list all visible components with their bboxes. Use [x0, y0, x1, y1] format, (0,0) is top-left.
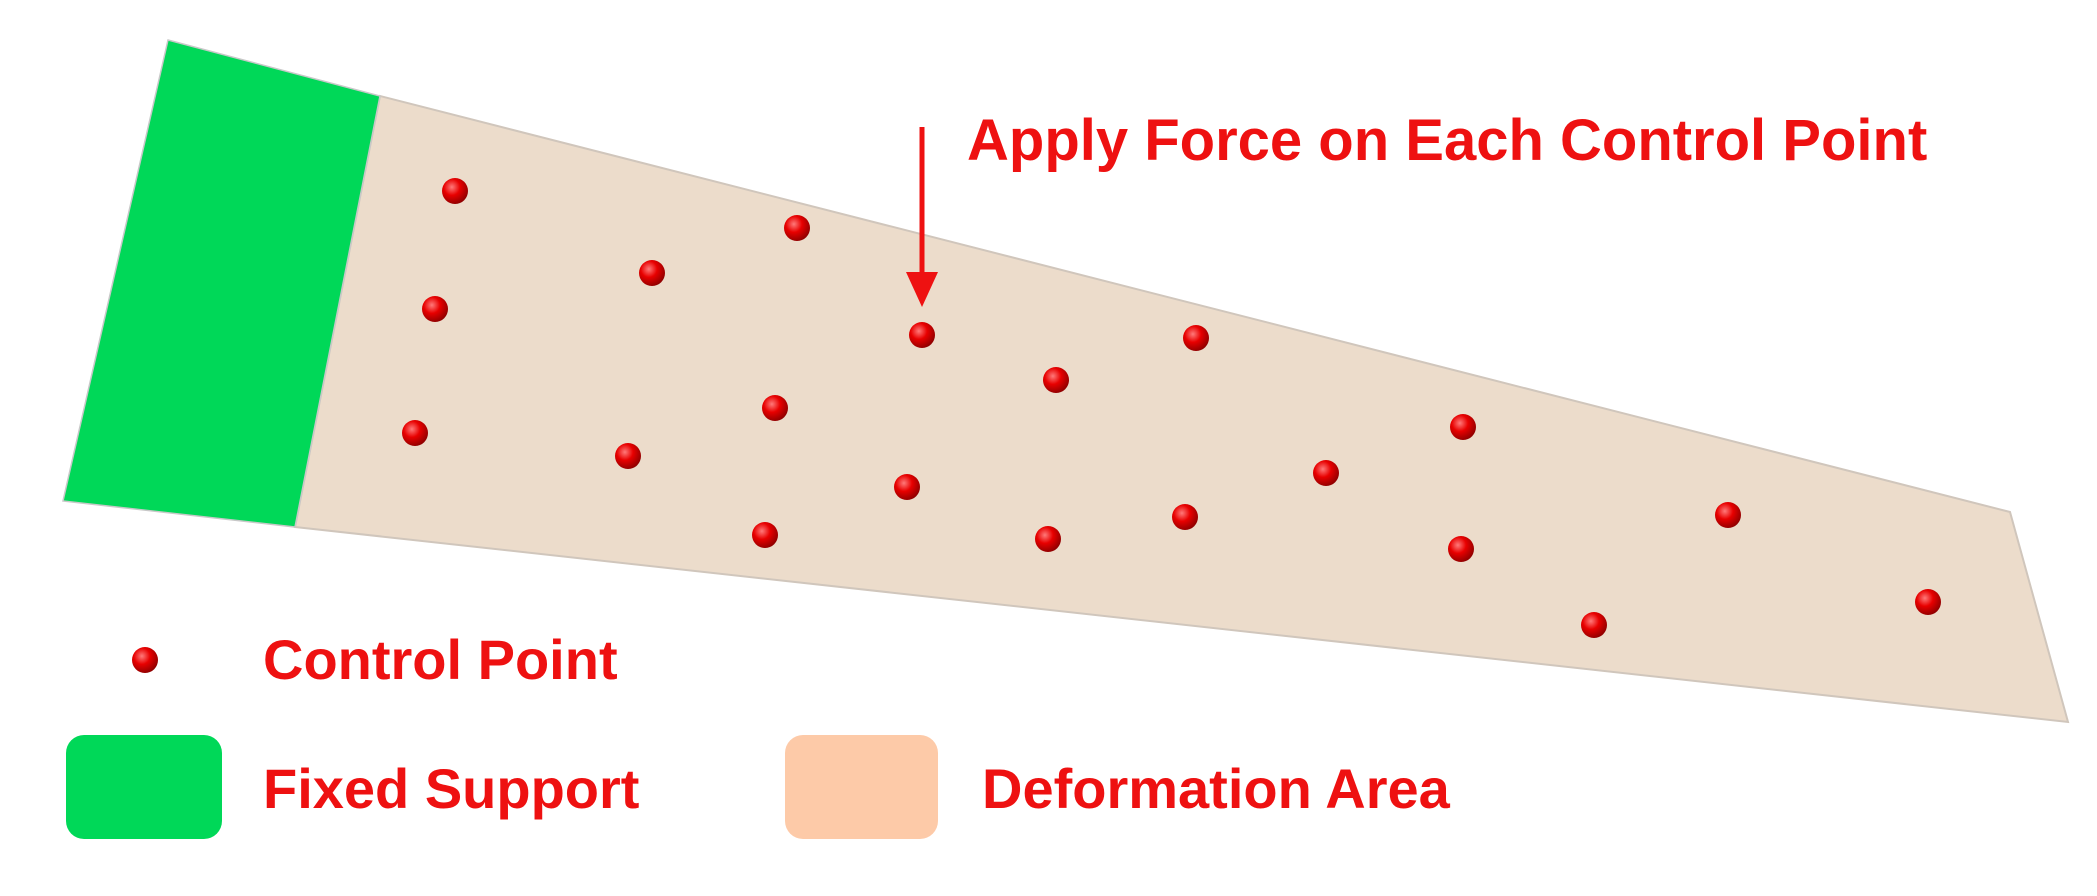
control-point [442, 178, 468, 204]
legend: Control Point Fixed Support Deformation … [66, 628, 1451, 839]
control-point [1183, 325, 1209, 351]
force-arrow-icon [906, 127, 938, 307]
control-points [402, 178, 1941, 638]
control-point [1313, 460, 1339, 486]
control-point [1172, 504, 1198, 530]
control-point [752, 522, 778, 548]
legend-control-point-swatch [132, 647, 158, 673]
legend-control-point-label: Control Point [263, 628, 618, 691]
control-point [422, 296, 448, 322]
control-point [762, 395, 788, 421]
control-point [639, 260, 665, 286]
control-point [615, 443, 641, 469]
control-point [1915, 589, 1941, 615]
control-point [1450, 414, 1476, 440]
control-point [1715, 502, 1741, 528]
control-point [784, 215, 810, 241]
control-point [1581, 612, 1607, 638]
legend-fixed-support-swatch [66, 735, 222, 839]
legend-deformation-area-swatch [785, 735, 938, 839]
legend-deformation-area-label: Deformation Area [982, 757, 1451, 820]
control-point [894, 474, 920, 500]
control-point [909, 322, 935, 348]
control-point [1043, 367, 1069, 393]
force-annotation: Apply Force on Each Control Point [967, 108, 1927, 173]
fixed-support [62, 39, 381, 528]
control-point [1035, 526, 1061, 552]
control-point [402, 420, 428, 446]
control-point [1448, 536, 1474, 562]
legend-fixed-support-label: Fixed Support [263, 757, 639, 820]
